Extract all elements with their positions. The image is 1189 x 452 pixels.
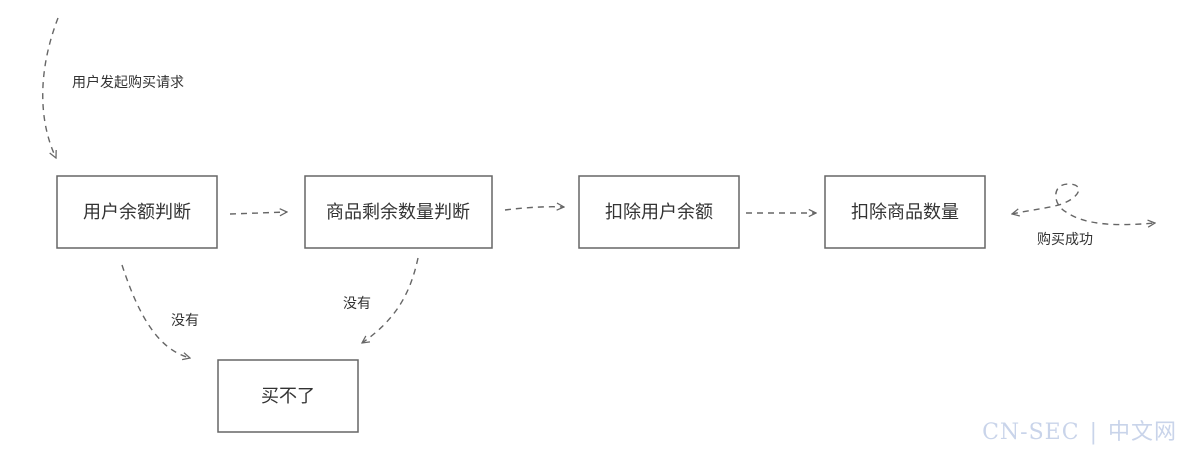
node-check-balance: 用户余额判断 (56, 175, 218, 249)
node-deduct-stock-label: 扣除商品数量 (851, 202, 959, 223)
edge-start-arrow (42, 17, 59, 158)
edge-balance-no-to-cannot-buy (121, 264, 190, 358)
watermark-site: 中文网 (1107, 420, 1177, 445)
label-start-request: 用户发起购买请求 (72, 74, 184, 91)
node-check-stock: 商品剩余数量判断 (304, 175, 493, 249)
label-purchase-success: 购买成功 (1037, 232, 1093, 248)
edge-balance-to-stock (229, 212, 287, 214)
watermark-brand: CN-SEC (982, 420, 1080, 445)
watermark: CN-SEC | 中文网 (982, 414, 1177, 446)
node-deduct-balance-label: 扣除用户余额 (605, 202, 713, 223)
watermark-divider: | (1089, 420, 1098, 445)
node-cannot-buy: 买不了 (217, 359, 359, 433)
node-check-stock-label: 商品剩余数量判断 (326, 202, 470, 223)
label-no-balance: 没有 (171, 313, 199, 329)
node-check-balance-label: 用户余额判断 (83, 202, 191, 223)
edge-stock-to-deduct-balance (504, 207, 564, 210)
node-cannot-buy-label: 买不了 (261, 386, 315, 407)
label-no-stock: 没有 (343, 296, 371, 312)
node-deduct-balance: 扣除用户余额 (578, 175, 740, 249)
node-deduct-stock: 扣除商品数量 (824, 175, 986, 249)
edge-success-loop (1012, 183, 1155, 225)
edge-stock-no-to-cannot-buy (362, 257, 419, 343)
